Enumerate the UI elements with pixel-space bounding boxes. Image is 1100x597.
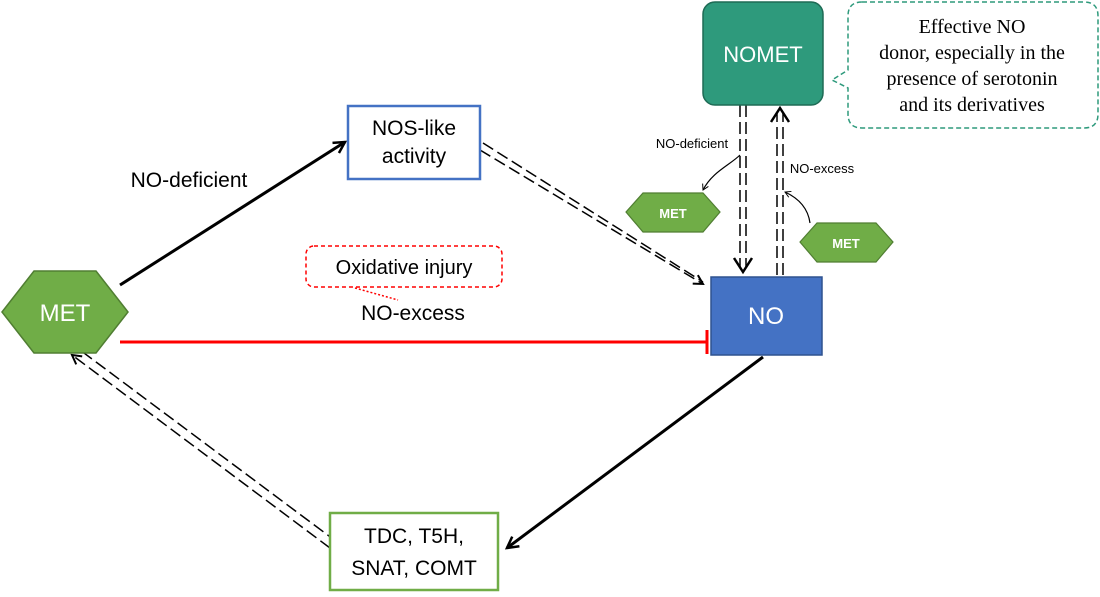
- oxidative-injury-pointer: [354, 287, 399, 301]
- no-to-enzymes-arrow: [504, 355, 764, 550]
- no-excess-main-label: NO-excess: [361, 302, 465, 325]
- enzymes-line2: SNAT, COMT: [351, 557, 477, 580]
- nomet-note-line1: Effective NO: [919, 16, 1026, 38]
- nos-like-line2: activity: [382, 145, 447, 168]
- no-label: NO: [748, 303, 784, 330]
- no-to-nomet-dashed-arrow: [769, 105, 791, 275]
- met-small-right-node: MET: [799, 222, 894, 263]
- nomet-note-line2: donor, especially in the: [879, 42, 1065, 64]
- no-deficient-small-curve: [702, 154, 741, 191]
- oxidative-injury-callout: Oxidative injury: [305, 245, 503, 288]
- nomet-note-line4: and its derivatives: [899, 94, 1045, 116]
- nos-to-no-dashed-arrow: [479, 142, 703, 284]
- met-small-right-label: MET: [832, 236, 860, 251]
- met-to-nos-arrow: [119, 140, 348, 287]
- enzymes-node: TDC, T5H, SNAT, COMT: [328, 511, 500, 592]
- no-excess-small-curve: [784, 190, 811, 224]
- enzymes-line1: TDC, T5H,: [364, 525, 464, 548]
- met-inhibits-no-line: [120, 330, 709, 354]
- met-main-node: MET: [1, 270, 129, 354]
- no-excess-small-label: NO-excess: [790, 161, 855, 176]
- nomet-node: NOMET: [702, 1, 824, 106]
- nomet-note-line3: presence of serotonin: [886, 68, 1057, 90]
- no-node: NO: [710, 276, 823, 356]
- oxidative-injury-text: Oxidative injury: [336, 257, 473, 279]
- met-small-left-node: MET: [625, 192, 721, 233]
- nomet-label: NOMET: [723, 42, 802, 67]
- nomet-to-no-dashed-arrow: [732, 105, 754, 275]
- met-small-left-label: MET: [659, 206, 687, 221]
- nos-like-activity-node: NOS-like activity: [346, 104, 482, 181]
- nomet-note-callout: Effective NO donor, especially in the pr…: [830, 1, 1099, 129]
- enzymes-to-met-dashed-arrow: [72, 349, 338, 549]
- no-deficient-small-label: NO-deficient: [656, 136, 729, 151]
- no-deficient-main-label: NO-deficient: [131, 169, 248, 192]
- nos-like-line1: NOS-like: [372, 117, 456, 140]
- met-main-label: MET: [40, 300, 91, 327]
